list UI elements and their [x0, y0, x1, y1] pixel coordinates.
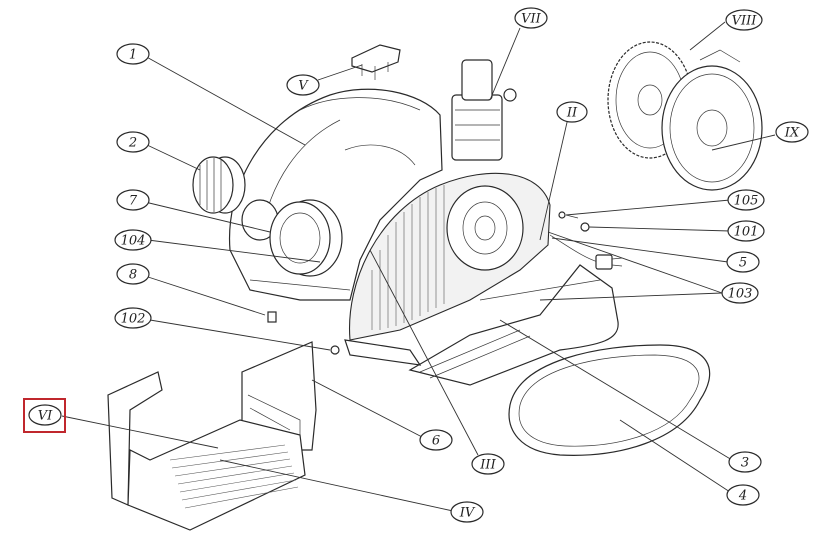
switch-cover-part [351, 44, 401, 80]
svg-text:VIII: VIII [732, 14, 758, 29]
svg-text:IV: IV [459, 506, 476, 521]
svg-text:III: III [479, 458, 496, 473]
base-part [344, 264, 619, 386]
food-tray-part [107, 371, 306, 531]
gasket-part [508, 344, 711, 456]
motor-part [451, 59, 517, 161]
callout-2: 2 [116, 131, 150, 153]
callout-4: 4 [726, 484, 760, 506]
smooth-blade-part [661, 49, 763, 191]
callout-VII: VII [514, 7, 548, 29]
svg-text:6: 6 [432, 434, 440, 449]
highlight-box [23, 398, 66, 433]
svg-text:VII: VII [521, 12, 542, 27]
callout-3: 3 [728, 451, 762, 473]
svg-text:2: 2 [128, 136, 137, 151]
svg-text:5: 5 [739, 256, 747, 271]
leader-lines [61, 21, 776, 512]
power-plug-part [549, 234, 623, 270]
callout-7: 7 [116, 189, 150, 211]
callout-6: 6 [419, 429, 453, 451]
callout-5: 5 [726, 251, 760, 273]
callout-IV: IV [450, 501, 484, 523]
callout-V: V [286, 74, 320, 96]
callout-1: 1 [116, 43, 150, 65]
screw-part [558, 211, 590, 232]
svg-text:1: 1 [129, 48, 137, 63]
svg-text:8: 8 [129, 268, 137, 283]
callout-103: 103 [721, 282, 759, 304]
svg-text:101: 101 [734, 225, 759, 240]
callout-II: II [556, 101, 588, 123]
bracket-part [267, 311, 340, 355]
callout-VIII: VIII [725, 9, 763, 31]
callout-105: 105 [727, 189, 765, 211]
svg-text:V: V [298, 79, 309, 94]
callout-IX: IX [775, 121, 809, 143]
svg-text:102: 102 [121, 312, 146, 327]
svg-text:IX: IX [784, 126, 800, 141]
callout-102: 102 [114, 307, 152, 329]
svg-text:II: II [566, 106, 578, 121]
callout-8: 8 [116, 263, 150, 285]
callout-101: 101 [727, 220, 765, 242]
svg-text:104: 104 [121, 234, 146, 249]
knob-part [192, 156, 246, 214]
svg-text:103: 103 [728, 287, 753, 302]
callout-VI: VI [23, 398, 66, 433]
blade-carrier-part [348, 172, 551, 341]
svg-text:VI: VI [38, 409, 53, 424]
svg-text:7: 7 [129, 194, 138, 209]
svg-text:3: 3 [741, 456, 749, 471]
svg-text:105: 105 [734, 194, 759, 209]
callout-104: 104 [114, 229, 152, 251]
gear-ring-part [269, 199, 343, 277]
svg-text:4: 4 [738, 489, 747, 504]
callout-III: III [471, 453, 505, 475]
